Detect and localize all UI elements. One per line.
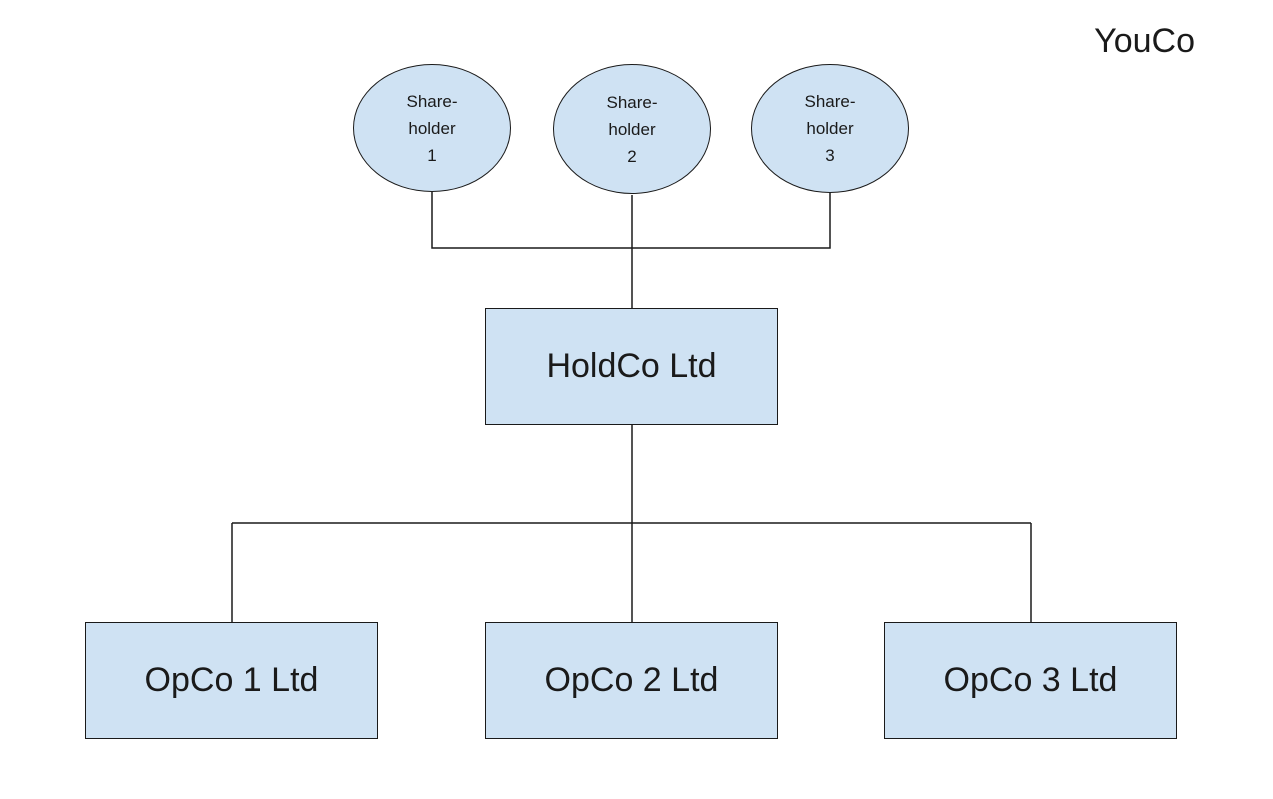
opco-3-node: OpCo 3 Ltd bbox=[884, 622, 1177, 739]
shareholder-1-label: Share- holder 1 bbox=[406, 91, 458, 165]
opco-3-label: OpCo 3 Ltd bbox=[943, 661, 1118, 699]
shareholder-3-node: Share- holder 3 bbox=[751, 64, 909, 193]
opco-2-label: OpCo 2 Ltd bbox=[544, 661, 719, 699]
brand-label: YouCo bbox=[1094, 22, 1195, 60]
shareholder-2-node: Share- holder 2 bbox=[553, 64, 711, 194]
shareholder-2-label: Share- holder 2 bbox=[606, 92, 658, 166]
shareholder-3-label: Share- holder 3 bbox=[804, 92, 856, 165]
holdco-node: HoldCo Ltd bbox=[485, 308, 778, 425]
shareholder-1-node: Share- holder 1 bbox=[353, 64, 511, 192]
holdco-label: HoldCo Ltd bbox=[546, 347, 717, 385]
shareholder-1-connector bbox=[431, 192, 632, 249]
opco-2-node: OpCo 2 Ltd bbox=[485, 622, 778, 739]
opco-1-label: OpCo 1 Ltd bbox=[144, 661, 319, 699]
opco-1-node: OpCo 1 Ltd bbox=[85, 622, 378, 739]
shareholder-3-connector bbox=[632, 193, 831, 249]
